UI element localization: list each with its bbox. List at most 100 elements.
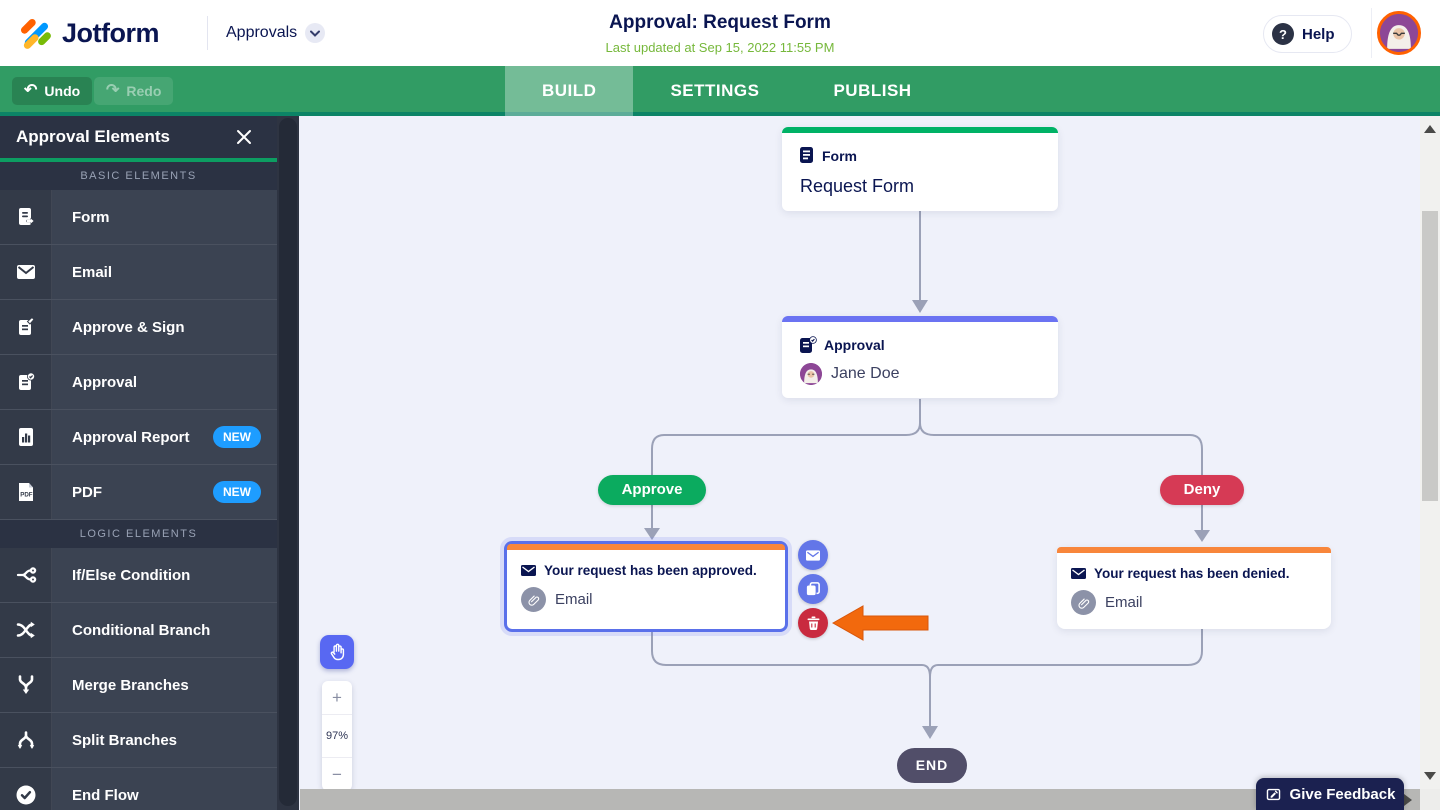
jotform-logo[interactable]: Jotform xyxy=(16,14,160,52)
pan-tool-button[interactable] xyxy=(320,635,354,669)
if-else-icon xyxy=(0,548,52,602)
avatar-illustration xyxy=(1380,14,1418,52)
sidebar-item-label: Merge Branches xyxy=(72,676,189,694)
duplicate-button[interactable] xyxy=(798,574,828,604)
undo-label: Undo xyxy=(44,83,81,99)
email-settings-button[interactable] xyxy=(798,540,828,570)
form-icon xyxy=(0,190,52,244)
user-avatar[interactable] xyxy=(1377,11,1421,55)
sidebar-item-label: If/Else Condition xyxy=(72,566,191,584)
split-icon xyxy=(0,713,52,767)
denied-email-node[interactable]: Your request has been denied. Email xyxy=(1057,547,1331,629)
approved-email-node[interactable]: Your request has been approved. Email xyxy=(504,541,788,632)
merge-icon xyxy=(0,658,52,712)
form-node-type-label: Form xyxy=(822,147,857,164)
horizontal-scrollbar[interactable] xyxy=(300,789,1420,810)
email-icon xyxy=(521,565,536,576)
form-node-colorbar xyxy=(782,127,1058,133)
email-icon xyxy=(0,245,52,299)
flow-connectors xyxy=(644,211,1210,739)
undo-icon: ↶ xyxy=(24,82,38,99)
give-feedback-button[interactable]: Give Feedback xyxy=(1256,778,1404,810)
sidebar-section-label: LOGIC ELEMENTS xyxy=(0,520,277,548)
tab-settings[interactable]: SETTINGS xyxy=(670,81,760,100)
build-toolbar: ↶ Undo ↷ Redo BUILD SETTINGS PUBLISH xyxy=(0,66,1440,116)
sidebar-item-email[interactable]: Email xyxy=(0,245,277,300)
sidebar-item-label: Split Branches xyxy=(72,731,178,749)
approvals-dropdown-label: Approvals xyxy=(226,24,298,41)
header-divider xyxy=(207,16,208,50)
form-node-title: Request Form xyxy=(800,176,915,196)
assignee-avatar xyxy=(800,363,822,385)
denied-email-title: Your request has been denied. xyxy=(1094,566,1290,581)
sidebar-item-label: Approval xyxy=(72,373,138,391)
sidebar-item-merge-branches[interactable]: Merge Branches xyxy=(0,658,277,713)
sidebar-item-approve-sign[interactable]: Approve & Sign xyxy=(0,300,277,355)
approval-node[interactable]: Approval Jane Doe xyxy=(782,316,1058,398)
zoom-in-button[interactable]: + xyxy=(332,687,342,707)
title-block: Approval: Request Form Last updated at S… xyxy=(420,12,1020,55)
scroll-up-arrow-icon[interactable] xyxy=(1424,125,1436,133)
scroll-down-arrow-icon[interactable] xyxy=(1424,772,1436,780)
mail-icon xyxy=(806,549,820,561)
redo-button[interactable]: ↷ Redo xyxy=(94,77,174,105)
sidebar-item-conditional-branch[interactable]: Conditional Branch xyxy=(0,603,277,658)
denied-email-colorbar xyxy=(1057,547,1331,553)
pdf-icon: PDF xyxy=(0,465,52,519)
assignee-name: Jane Doe xyxy=(831,365,900,382)
redo-label: Redo xyxy=(126,83,162,99)
sidebar-item-form[interactable]: Form xyxy=(0,190,277,245)
last-updated-text: Last updated at Sep 15, 2022 11:55 PM xyxy=(605,40,835,55)
help-button[interactable]: ? Help xyxy=(1263,15,1352,53)
attachment-icon xyxy=(1071,590,1096,615)
vertical-scrollbar-thumb[interactable] xyxy=(1422,211,1438,501)
sidebar-item-split-branches[interactable]: Split Branches xyxy=(0,713,277,768)
form-icon xyxy=(800,147,813,163)
zoom-out-button[interactable]: − xyxy=(332,764,342,784)
sidebar-accent-line xyxy=(0,158,299,162)
header-divider-2 xyxy=(1371,8,1372,58)
new-badge: NEW xyxy=(213,426,261,448)
scroll-right-arrow-icon[interactable] xyxy=(1404,794,1412,806)
approvals-dropdown[interactable]: Approvals xyxy=(226,23,326,43)
sidebar-item-if-else-condition[interactable]: If/Else Condition xyxy=(0,548,277,603)
delete-button[interactable] xyxy=(798,608,828,638)
vertical-scrollbar[interactable] xyxy=(1420,116,1440,789)
page-title: Approval: Request Form xyxy=(609,12,831,33)
redo-icon: ↷ xyxy=(106,82,120,99)
sidebar-scrollbar-thumb[interactable] xyxy=(279,118,297,806)
copy-icon xyxy=(806,582,820,596)
sidebar-item-end-flow[interactable]: End Flow xyxy=(0,768,277,810)
sidebar-header: Approval Elements xyxy=(0,116,299,158)
form-node[interactable]: Form Request Form xyxy=(782,127,1058,211)
approval-icon xyxy=(800,336,817,353)
tab-build[interactable]: BUILD xyxy=(505,66,634,116)
sidebar-item-label: Email xyxy=(72,263,113,281)
zoom-level: 97% xyxy=(322,714,352,758)
question-mark-icon: ? xyxy=(1272,23,1294,45)
approval-node-colorbar xyxy=(782,316,1058,322)
deny-branch-badge: Deny xyxy=(1160,475,1244,505)
flow-canvas[interactable]: Form Request Form Approval Jane Doe xyxy=(300,116,1420,789)
sidebar-item-label: Form xyxy=(72,208,110,226)
approval-node-type-label: Approval xyxy=(824,336,885,353)
app-header: Jotform Approvals Approval: Request Form… xyxy=(0,0,1440,66)
tab-publish[interactable]: PUBLISH xyxy=(833,81,912,100)
approved-email-subtitle: Email xyxy=(555,591,593,608)
sidebar-section-label: BASIC ELEMENTS xyxy=(0,162,277,190)
toolbar-tabs: BUILD SETTINGS PUBLISH xyxy=(505,66,949,116)
denied-email-subtitle: Email xyxy=(1105,594,1143,611)
trash-icon xyxy=(807,616,819,630)
end-node[interactable]: END xyxy=(897,748,967,783)
jotform-logo-icon xyxy=(20,18,51,49)
sidebar-scrollbar[interactable] xyxy=(277,116,299,810)
close-icon[interactable] xyxy=(229,122,259,152)
end-flow-icon xyxy=(0,768,52,810)
sidebar-item-approval[interactable]: Approval xyxy=(0,355,277,410)
undo-button[interactable]: ↶ Undo xyxy=(12,77,93,105)
